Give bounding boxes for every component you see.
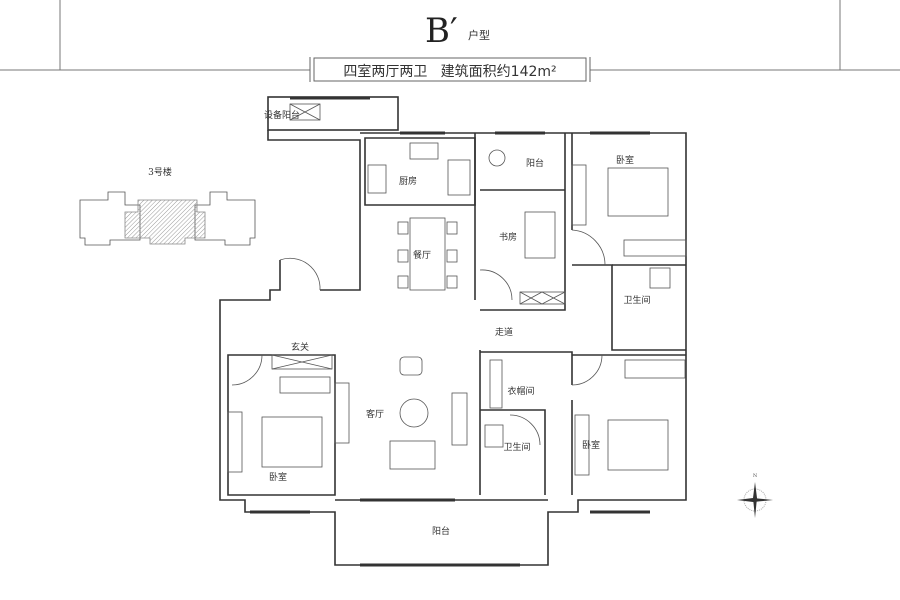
title-frame [0,0,900,82]
label-bedroom-se: 卧室 [582,439,600,451]
building-label: 3号楼 [148,166,172,178]
unit-suffix: 户型 [468,28,490,42]
label-equipment-balcony: 设备阳台 [264,109,300,121]
label-bedroom-sw: 卧室 [269,471,287,483]
label-corridor: 走道 [495,326,513,338]
label-bathroom-s: 卫生间 [503,441,530,453]
key-plan [79,191,256,246]
label-bathroom-e: 卫生间 [623,294,650,306]
label-walk-in-closet: 衣帽间 [507,385,534,397]
compass-icon [737,482,773,518]
unit-type: B′ [425,11,458,51]
unit-summary: 四室两厅两卫 建筑面积约142m² [343,63,556,80]
label-dining: 餐厅 [413,249,431,261]
walls [219,96,687,567]
label-kitchen: 厨房 [399,175,417,187]
label-living: 客厅 [366,408,384,420]
label-balcony-south: 阳台 [432,525,450,537]
label-balcony-north: 阳台 [526,157,544,169]
north-label: N [753,473,758,479]
label-bedroom-ne: 卧室 [616,154,634,166]
label-study: 书房 [499,231,517,243]
furniture [227,103,687,476]
label-foyer: 玄关 [291,341,309,353]
